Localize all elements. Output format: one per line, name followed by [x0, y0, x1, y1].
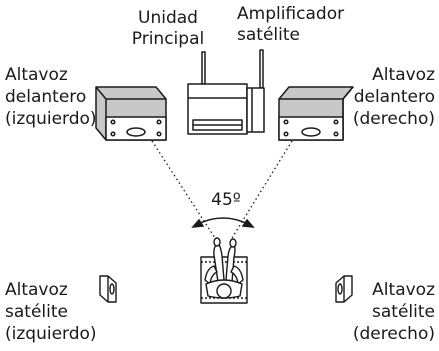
satellite-right-speaker-label: Altavoz satélite (derecho): [353, 280, 435, 344]
front-left-speaker-label: Altavoz delantero (izquierdo): [5, 65, 97, 129]
svg-text:Altavoz: Altavoz: [5, 280, 68, 300]
satellite-left-speaker-icon: [99, 275, 117, 303]
svg-text:Principal: Principal: [132, 29, 204, 49]
svg-text:(izquierdo): (izquierdo): [5, 109, 97, 129]
front-right-speaker-label: Altavoz delantero (derecho): [353, 65, 435, 129]
angle-label: 45º: [211, 190, 241, 210]
svg-text:Altavoz: Altavoz: [5, 65, 68, 85]
satellite-right-speaker-icon: [335, 275, 353, 303]
svg-text:delantero: delantero: [5, 87, 86, 107]
svg-text:(derecho): (derecho): [353, 324, 435, 344]
listener-icon: [200, 237, 248, 304]
svg-text:satélite: satélite: [237, 25, 300, 45]
svg-text:satélite: satélite: [372, 302, 435, 322]
satellite-left-speaker-label: Altavoz satélite (izquierdo): [5, 280, 97, 344]
svg-text:Altavoz: Altavoz: [372, 280, 435, 300]
svg-text:Amplificador: Amplificador: [237, 4, 344, 24]
svg-text:delantero: delantero: [354, 87, 435, 107]
angle-arc-icon: [191, 217, 255, 228]
front-right-speaker-icon: [278, 86, 354, 141]
svg-text:(izquierdo): (izquierdo): [5, 324, 97, 344]
svg-text:Altavoz: Altavoz: [372, 65, 435, 85]
satellite-amplifier-label: Amplificador satélite: [237, 4, 344, 45]
front-left-speaker-icon: [95, 86, 167, 141]
main-unit-label: Unidad Principal: [132, 8, 204, 49]
main-unit-icon: [187, 51, 248, 135]
svg-text:satélite: satélite: [5, 302, 68, 322]
svg-text:(derecho): (derecho): [353, 109, 435, 129]
satellite-amplifier-icon: [246, 49, 265, 133]
svg-text:Unidad: Unidad: [138, 8, 198, 28]
